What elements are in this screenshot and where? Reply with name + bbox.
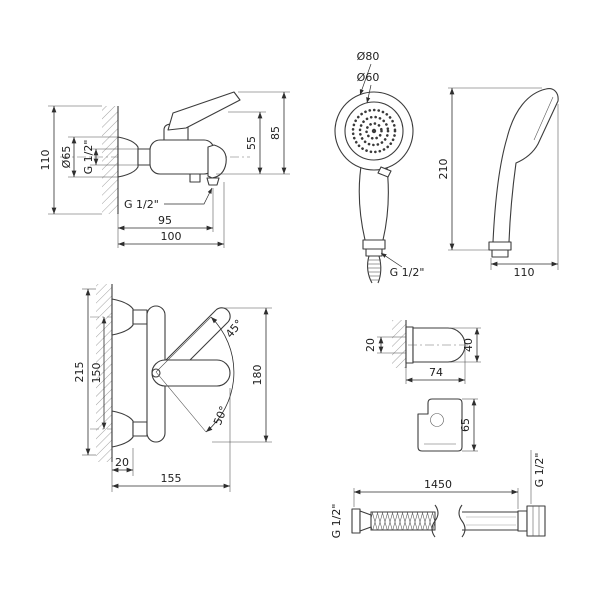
bracket-front-outline (417, 398, 463, 452)
hose-right-nut (526, 505, 546, 537)
dim-label-85: 85 (269, 126, 282, 140)
hose-left-cone (359, 510, 372, 532)
dim-label-d80: Ø80 (357, 50, 380, 63)
top-stem (132, 309, 148, 325)
dim-label-95: 95 (158, 214, 172, 227)
dim-label-100: 100 (161, 230, 182, 243)
dim-label-210: 210 (437, 159, 450, 180)
dim-label-d60: Ø60 (357, 71, 380, 84)
spray-face-line (533, 96, 554, 141)
dim-label-g-left: G 1/2" (330, 504, 343, 539)
handle-connector (362, 239, 386, 250)
top-escutcheon (111, 298, 134, 336)
dim-label-g-right: G 1/2" (533, 453, 546, 488)
dim-label-150: 150 (90, 363, 103, 384)
d60-leader (366, 84, 372, 104)
dim-label-20: 20 (115, 456, 129, 469)
hose-left-fitting (351, 508, 361, 534)
dim-label-65: 65 (459, 418, 472, 432)
bracket-side-view: 20 74 40 (364, 320, 481, 384)
shower-head-faceplate (344, 101, 404, 161)
shower-hose-view: 1450 G 1/2" G 1/2" (330, 450, 546, 538)
swing-arc (205, 316, 235, 433)
nozzle-ring-inner (365, 122, 383, 140)
dim-label-45deg: 45° (223, 317, 245, 340)
mixer-body (149, 139, 215, 175)
faucet-side-view: 110 Ø65 G 1/2" G 1/2" 55 85 95 100 (39, 91, 290, 248)
dim-label-110: 110 (39, 150, 52, 171)
bracket-hook-hole (430, 413, 444, 427)
escutcheon (117, 136, 139, 178)
shower-side-body (492, 88, 559, 243)
dim-label-55: 55 (245, 136, 258, 150)
nozzle-ring-middle (358, 115, 390, 147)
d80-leader (359, 63, 372, 96)
side-connector (488, 241, 512, 251)
dim-label-g-hose: G 1/2" (390, 266, 425, 279)
dim-label-1450: 1450 (424, 478, 452, 491)
outlet-leader (164, 187, 213, 205)
hose-right-collar (517, 510, 528, 532)
side-hose-nut (491, 249, 509, 258)
g-hose-leader (380, 252, 403, 268)
diverter-knob (189, 173, 201, 183)
handle-lever (167, 91, 241, 131)
handshower-front-view: Ø80 Ø60 G 1/2" (334, 50, 425, 284)
wall-hatch (102, 106, 118, 214)
dim-label-40: 40 (462, 338, 475, 352)
spout-pivot (151, 368, 161, 378)
nozzle-ring-outer (351, 108, 397, 154)
bottom-escutcheon (111, 410, 134, 448)
dim-label-155: 155 (161, 472, 182, 485)
dim-label-g-wall: G 1/2" (82, 140, 95, 175)
spout (207, 144, 227, 179)
bottom-stem (132, 421, 148, 437)
hose-break-left (431, 504, 439, 538)
dim-label-g-outlet: G 1/2" (124, 198, 159, 211)
dim-label-110-side: 110 (514, 266, 535, 279)
dim-label-215: 215 (73, 362, 86, 383)
hose-break-right (458, 504, 466, 538)
hose-corrugation (367, 255, 382, 284)
mode-selector-tab (377, 166, 392, 178)
dim-label-bracket-20: 20 (364, 338, 377, 352)
faucet-front-view: 215 150 180 45° 50° 20 155 (73, 284, 272, 492)
dim-label-180: 180 (251, 365, 264, 386)
hose-nut (365, 248, 383, 257)
dim-label-50deg: 50° (211, 404, 230, 427)
dim-label-74: 74 (429, 366, 443, 379)
hose-braided-section (370, 511, 436, 531)
spout-front (151, 359, 231, 387)
bracket-front-view: 65 (417, 398, 478, 452)
dim-label-d65: Ø65 (60, 146, 73, 169)
handshower-side-view: 210 110 (437, 87, 559, 279)
nozzle-center (371, 128, 377, 134)
bracket-wall-hatch (392, 320, 406, 368)
spout-outlet (206, 177, 220, 186)
